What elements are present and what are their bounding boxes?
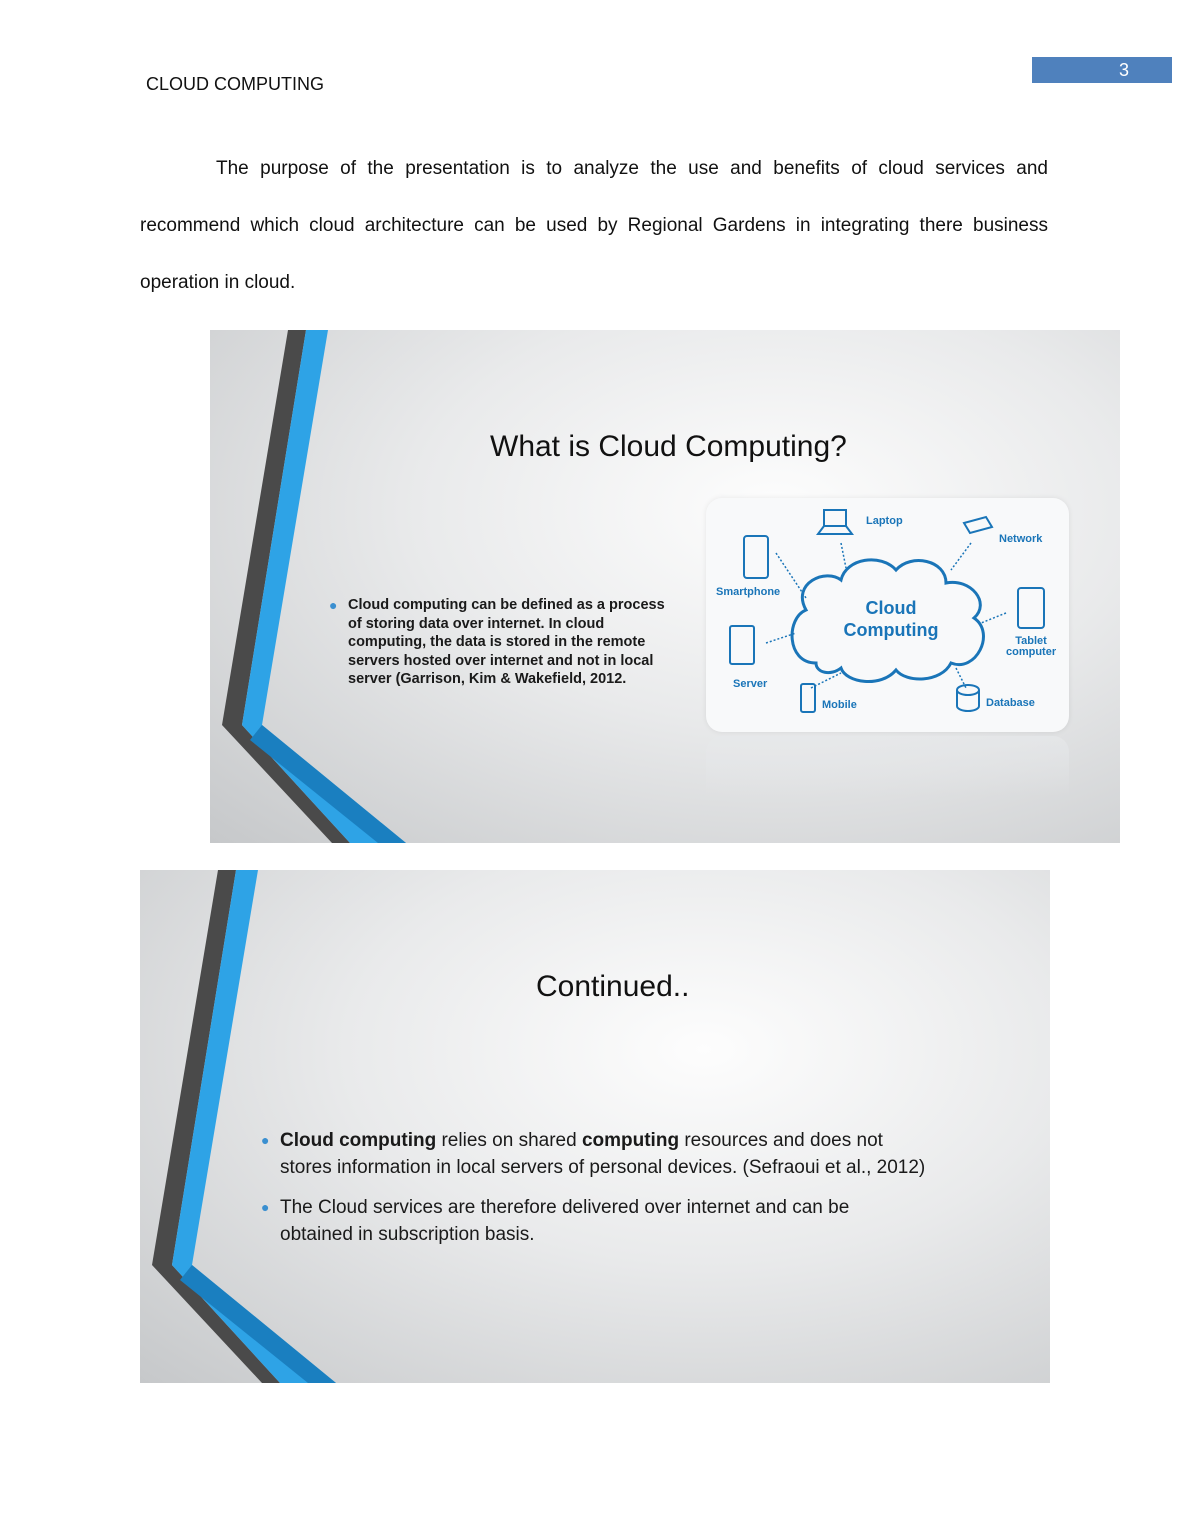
bullet-line: The Cloud services are therefore deliver… [280,1197,850,1218]
cloud-label: Cloud Computing [816,597,966,641]
mobile-icon [800,683,816,713]
bullet-line: Cloud computing can be defined as a proc… [348,597,665,613]
bullet-icon: ● [329,597,338,613]
cloud-icon [729,509,1045,713]
slide-bullet: ● Cloud computing relies on shared compu… [261,1127,926,1181]
cloud-label-line: Computing [843,620,939,640]
network-icon [962,515,994,535]
slide-title: Continued.. [536,970,690,1003]
bullet-line: obtained in subscription basis. [280,1224,535,1245]
running-head: CLOUD COMPUTING [146,74,325,94]
label-mobile: Mobile [822,699,857,711]
slide-bullet: ● The Cloud services are therefore deliv… [261,1194,850,1248]
label-database: Database [986,697,1035,709]
text: resources and does not [679,1130,883,1151]
database-icon [956,684,980,696]
bullet-line: servers hosted over internet and not in … [348,652,654,669]
page-number: 3 [1032,57,1172,83]
slide-continued: Continued.. ● Cloud computing relies on … [140,870,1050,1383]
tablet-icon [1017,587,1045,629]
label-tablet: Tablet computer [1006,636,1056,658]
bullet-icon: ● [261,1199,270,1215]
server-icon [729,625,755,665]
bullet-icon: ● [261,1132,270,1148]
bold-text: computing [581,1130,680,1151]
cloud-label-line: Cloud [865,598,917,618]
cloud-computing-diagram: Cloud Computing Laptop Network Smartphon… [706,498,1069,732]
slide-bullet: ● Cloud computing can be defined as a pr… [329,596,665,689]
label-laptop: Laptop [866,515,903,527]
label-tablet-line: Tablet [1015,635,1047,647]
slide-what-is-cloud-computing: What is Cloud Computing? ● Cloud computi… [210,330,1120,843]
bullet-line: stores information in local servers of p… [280,1157,926,1178]
label-network: Network [999,533,1043,545]
slide-stripes-decoration [222,330,406,843]
bullet-line: Cloud computing relies on shared computi… [280,1127,925,1154]
label-smartphone: Smartphone [716,586,781,598]
label-tablet-line: computer [1006,646,1057,658]
slide-stripes-decoration [152,870,336,1383]
text: relies on shared [436,1130,582,1151]
laptop-icon [816,509,854,535]
diagram-reflection [706,736,1069,796]
bullet-line: computing, the data is stored in the rem… [348,634,646,650]
bullet-line: server (Garrison, Kim & Wakefield, 2012. [348,671,627,687]
bullet-line: of storing data over internet. In cloud [348,615,605,632]
body-paragraph: The purpose of the presentation is to an… [140,158,1048,293]
label-server: Server [733,678,768,690]
smartphone-icon [743,535,769,579]
slide-title: What is Cloud Computing? [490,430,847,463]
bold-text: Cloud computing [280,1130,437,1151]
